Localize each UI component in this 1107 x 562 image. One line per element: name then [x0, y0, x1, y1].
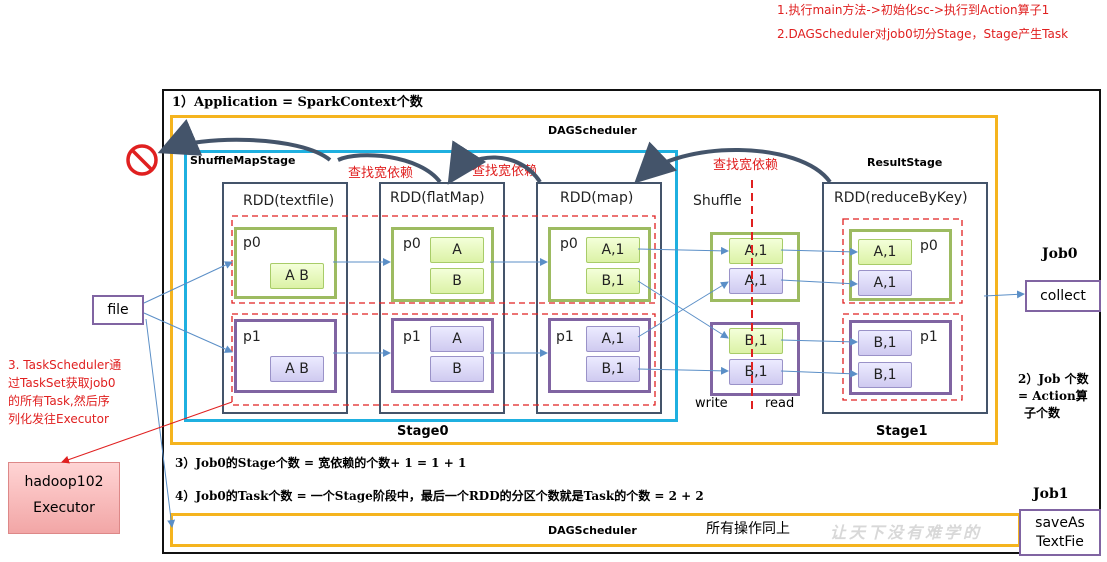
write-label: write [695, 396, 728, 411]
wide-dep-label-3: 查找宽依赖 [713, 158, 779, 173]
collect-node: collect [1025, 280, 1101, 312]
resultstage-label: ResultStage [867, 156, 943, 169]
curve-textfile-to-none [157, 119, 332, 162]
reduce-p0-label: p0 [920, 238, 938, 254]
saveas-node: saveAs TextFie [1019, 509, 1101, 556]
collect-label: collect [1040, 288, 1086, 304]
shufflemapstage-box [184, 150, 678, 422]
shuffle-label: Shuffle [693, 193, 742, 209]
note-3-line-4: 列化发往Executor [8, 412, 109, 426]
rdd-reducebykey-label: RDD(reduceByKey) [834, 190, 968, 206]
arrow-task-to-executor [61, 401, 233, 464]
stage0-label: Stage0 [397, 424, 449, 439]
no-entry-icon [126, 144, 158, 176]
curve-flatmap-to-textfile [337, 153, 442, 184]
reduce-p0-cell-2: A,1 [858, 270, 912, 296]
flatmap-p0-cell-b: B [430, 268, 484, 294]
curve-map-to-flatmap [447, 140, 542, 185]
reduce-p1-dashed-row [842, 313, 963, 401]
arrow-shuffle-reduce-3 [780, 337, 858, 346]
textfile-p0-label: p0 [243, 235, 261, 251]
job1-label: Job1 [1033, 486, 1069, 502]
map-p1-cell-a1: A,1 [586, 326, 640, 352]
arrow-map-a1-shuffle [637, 246, 729, 255]
flatmap-p1-cell-b: B [430, 356, 484, 382]
map-p0-cell-a1: A,1 [586, 237, 640, 263]
curve-reducebykey-to-map [634, 141, 832, 184]
rdd-flatmap-box [379, 182, 505, 414]
arrow-file-to-p0 [143, 261, 233, 304]
flatmap-p0-label: p0 [403, 236, 421, 252]
arrow-reduce-collect [983, 290, 1025, 299]
file-label: file [107, 302, 129, 318]
reduce-p1-cell-2: B,1 [858, 362, 912, 388]
stage1-label: Stage1 [876, 424, 928, 439]
saveas-line-2: TextFie [1036, 534, 1084, 550]
job-count-line-2: = Action算 [1018, 389, 1088, 403]
reduce-p1-cell-1: B,1 [858, 330, 912, 356]
job-count-line-3: 子个数 [1024, 406, 1061, 420]
dagscheduler-label: DAGScheduler [548, 124, 637, 137]
note-3-line-3: 的所有Task,然后序 [8, 394, 110, 408]
shuffle-a-cell-2: A,1 [729, 268, 783, 294]
wide-dep-label-2: 查找宽依赖 [472, 164, 538, 179]
shuffle-b-cell-1: B,1 [729, 328, 783, 354]
textfile-p1-label: p1 [243, 329, 261, 345]
note-1: 1.执行main方法->初始化sc->执行到Action算子1 [777, 3, 1050, 17]
rdd-map-label: RDD(map) [560, 190, 634, 206]
application-label: 1）Application = SparkContext个数 [172, 95, 423, 110]
stage-count-label: 3）Job0的Stage个数 = 宽依赖的个数+ 1 = 1 + 1 [175, 456, 467, 470]
all-ops-same-label: 所有操作同上 [706, 521, 790, 537]
textfile-p1-cell: A B [270, 356, 324, 382]
dagscheduler-box [170, 115, 998, 445]
arrow-file-to-job1 [145, 318, 176, 528]
rdd-flatmap-label: RDD(flatMap) [390, 190, 485, 206]
read-label: read [765, 396, 795, 411]
arrow-map-p1a1-shuffle [637, 281, 729, 338]
rdd-reducebykey-box [822, 182, 988, 414]
flatmap-p1-label: p1 [403, 329, 421, 345]
rdd-textfile-label: RDD(textfile) [243, 193, 335, 209]
executor-node: hadoop102 Executor [8, 462, 120, 534]
shuffle-b-cell-2: B,1 [729, 359, 783, 385]
shufflemapstage-label: ShuffleMapStage [190, 154, 296, 167]
job-count-line-1: 2）Job 个数 [1018, 372, 1089, 386]
arrow-shuffle-reduce-2 [780, 279, 858, 288]
reduce-p0-dashed-row [842, 218, 963, 304]
flatmap-p1-cell-a: A [430, 326, 484, 352]
map-p0-cell-b1: B,1 [586, 268, 640, 294]
partition0-dashed-row [231, 215, 656, 304]
note-3-line-1: 3. TaskScheduler通 [8, 358, 122, 372]
executor-host: hadoop102 [24, 474, 104, 490]
watermark: 让天下没有难学的 [830, 523, 983, 542]
saveas-line-1: saveAs [1035, 515, 1085, 531]
dagscheduler-bottom-label: DAGScheduler [548, 524, 637, 537]
flatmap-p0-cell-a: A [430, 237, 484, 263]
arrow-shuffle-reduce-4 [780, 369, 858, 378]
arrow-file-to-p1 [143, 312, 233, 353]
note-2: 2.DAGScheduler对job0切分Stage，Stage产生Task [777, 27, 1069, 41]
partition1-dashed-row [231, 313, 656, 406]
reduce-p0-cell-1: A,1 [858, 239, 912, 265]
map-p1-label: p1 [556, 329, 574, 345]
rdd-map-box [536, 182, 662, 414]
task-count-label: 4）Job0的Task个数 = 一个Stage阶段中，最后一个RDD的分区个数就… [175, 489, 704, 503]
note-3-line-2: 过TaskSet获取job0 [8, 376, 116, 390]
reduce-p1-label: p1 [920, 329, 938, 345]
map-p0-label: p0 [560, 236, 578, 252]
file-node: file [92, 295, 144, 325]
arrow-shuffle-reduce-1 [780, 247, 858, 256]
wide-dep-label-1: 查找宽依赖 [348, 166, 414, 181]
textfile-p0-cell: A B [270, 263, 324, 289]
shuffle-a-cell-1: A,1 [729, 238, 783, 264]
job0-label: Job0 [1042, 246, 1078, 262]
arrow-map-p1b1-shuffle [637, 366, 729, 375]
executor-label: Executor [33, 500, 95, 516]
rdd-textfile-box [222, 182, 348, 414]
